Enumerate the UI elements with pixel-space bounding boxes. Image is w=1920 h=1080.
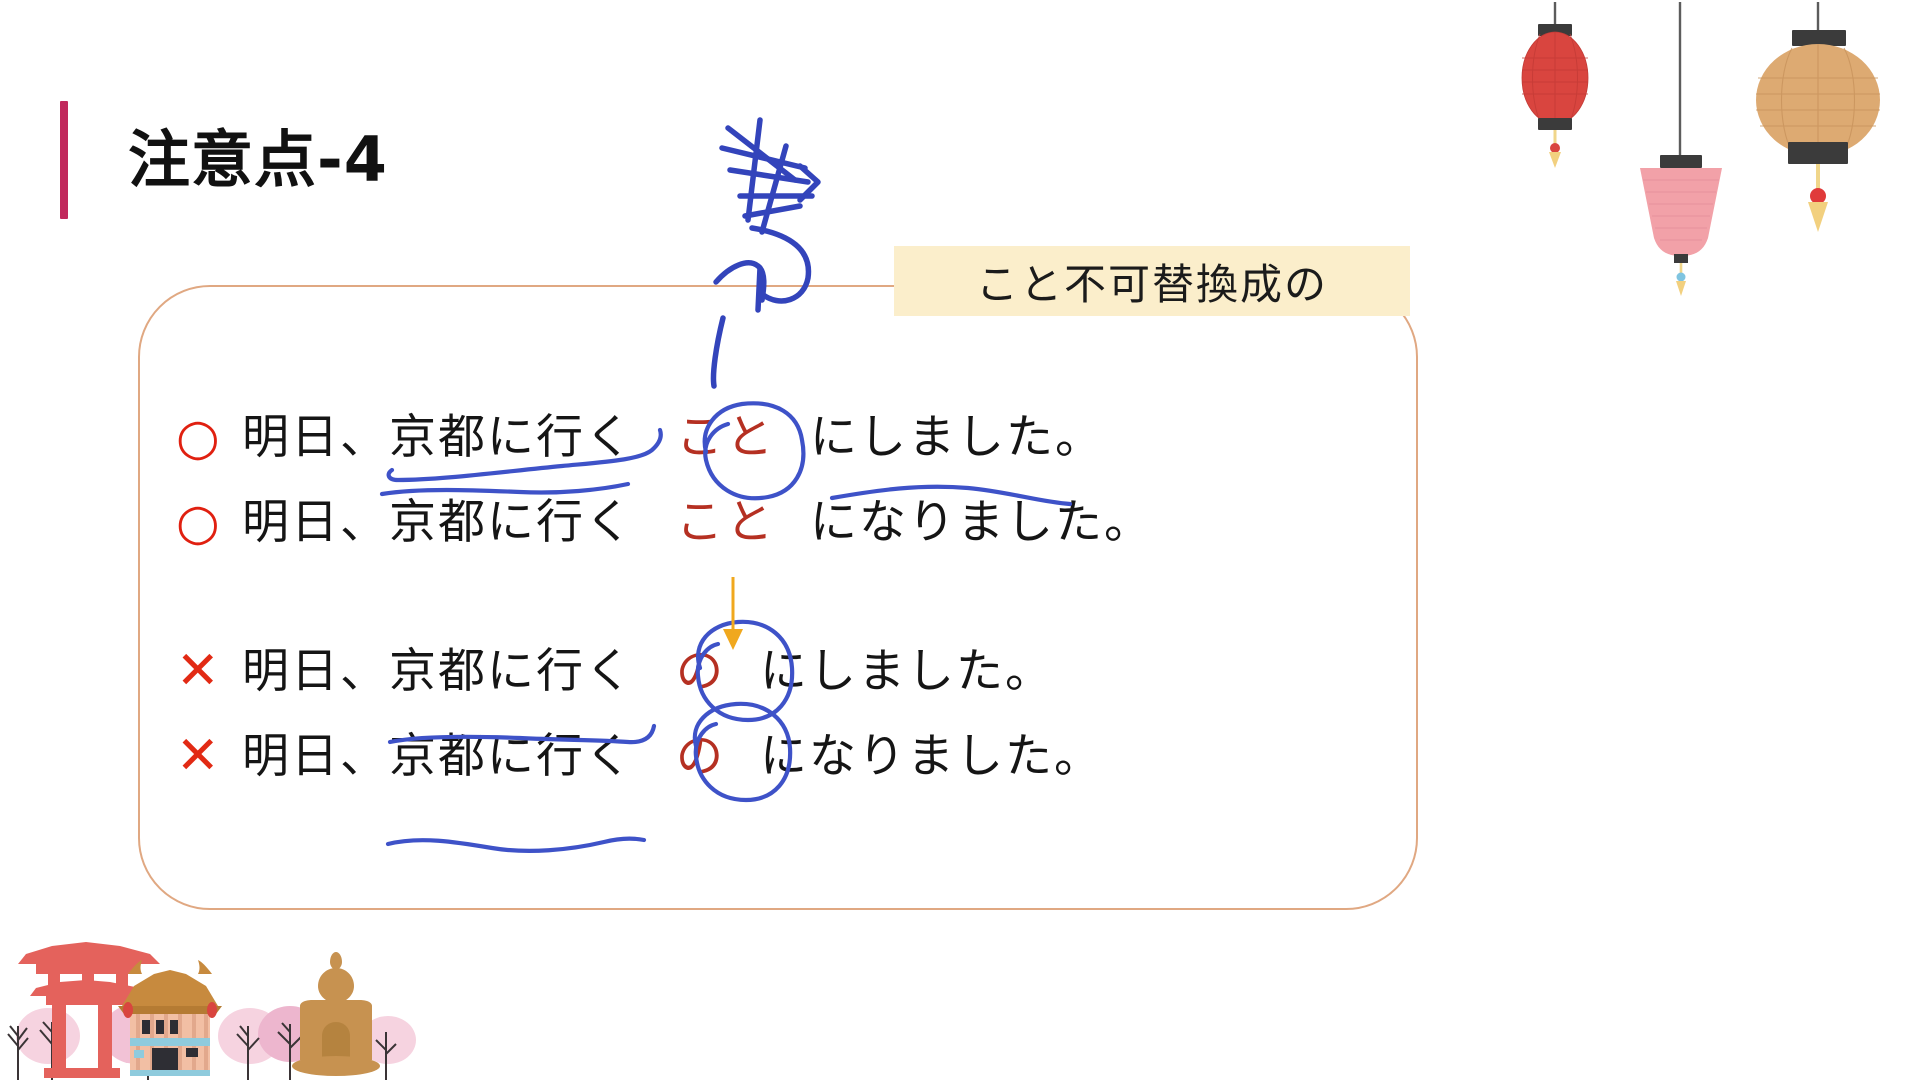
- sentence-row: ○ 明日、京都に行く こと になりました。: [176, 497, 1153, 547]
- sentence-tail: にしました。: [810, 409, 1104, 465]
- sentence-row: ✕ 明日、京都に行く の にしました。: [176, 645, 1054, 697]
- title-accent-bar: [60, 101, 68, 219]
- sentence-tail: になりました。: [810, 494, 1153, 550]
- highlight-tag: こと不可替換成の: [894, 246, 1410, 316]
- particle-koto: こと: [676, 409, 776, 465]
- temple-building-icon: [118, 960, 222, 1076]
- sentence-tail: になりました。: [760, 728, 1103, 784]
- sentence-row: ○ 明日、京都に行く こと にしました。: [176, 412, 1104, 462]
- incorrect-mark-icon: ✕: [176, 726, 220, 786]
- sentence-tail: にしました。: [760, 643, 1054, 699]
- particle-no: の: [676, 728, 726, 784]
- japan-scene-decoration: [7, 942, 416, 1080]
- tan-round-lantern-icon: [1756, 2, 1880, 232]
- correct-mark-icon: ○: [176, 493, 220, 551]
- buddha-statue-icon: [292, 952, 380, 1076]
- sentence-clause: 明日、京都に行く: [242, 728, 634, 784]
- sentence-row: ✕ 明日、京都に行く の になりました。: [176, 730, 1103, 782]
- particle-koto: こと: [676, 494, 776, 550]
- page-title-area: 注意点-4: [60, 95, 388, 225]
- correct-mark-icon: ○: [176, 408, 220, 466]
- incorrect-mark-icon: ✕: [176, 641, 220, 701]
- particle-no: の: [676, 643, 726, 699]
- content-rounded-box: [138, 285, 1418, 910]
- lantern-decoration: [1521, 2, 1880, 296]
- sentence-clause: 明日、京都に行く: [242, 643, 634, 699]
- pink-trapezoid-lantern-icon: [1640, 2, 1722, 296]
- sentence-clause: 明日、京都に行く: [242, 409, 634, 465]
- handwritten-scribble-icon: [713, 117, 821, 313]
- highlight-tag-text: こと不可替換成の: [975, 259, 1328, 309]
- torii-gate-icon: [18, 942, 160, 1078]
- red-oval-lantern-icon: [1521, 2, 1589, 168]
- page-title: 注意点-4: [128, 123, 388, 196]
- sentence-clause: 明日、京都に行く: [242, 494, 634, 550]
